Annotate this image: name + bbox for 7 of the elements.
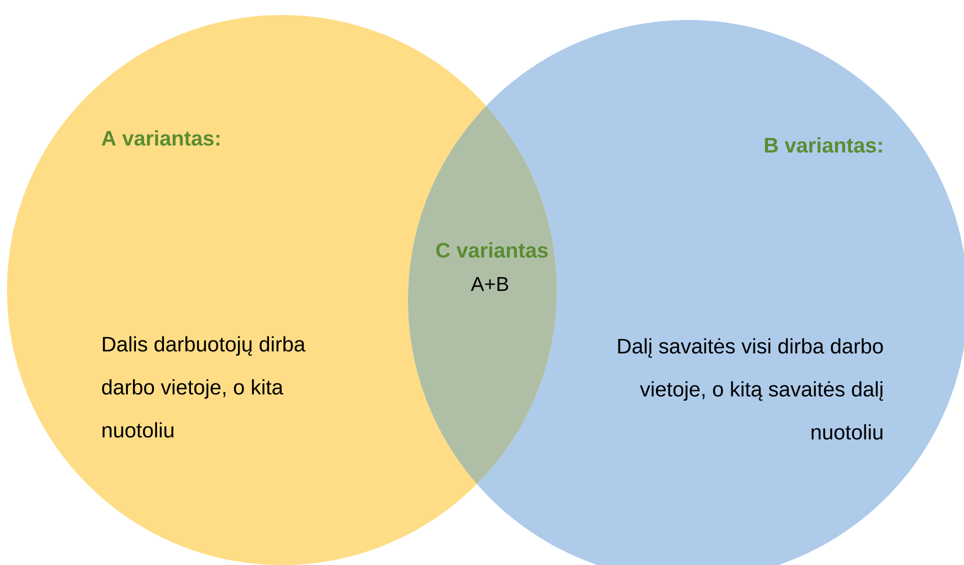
formula-text: A+B bbox=[470, 277, 508, 291]
heading: B variantas: bbox=[765, 137, 882, 153]
body-text: Dalis darbuotojų dirba darbo vietoje, o kita nuotoliu bbox=[102, 336, 306, 438]
heading: A variantas: bbox=[102, 130, 220, 146]
heading: C variantas bbox=[436, 242, 548, 258]
body-text: Dalį savaitės visi dirba darbo vietoje, o kitą savaitės dalį nuotoliu bbox=[618, 338, 883, 440]
overlap-region bbox=[408, 106, 557, 484]
